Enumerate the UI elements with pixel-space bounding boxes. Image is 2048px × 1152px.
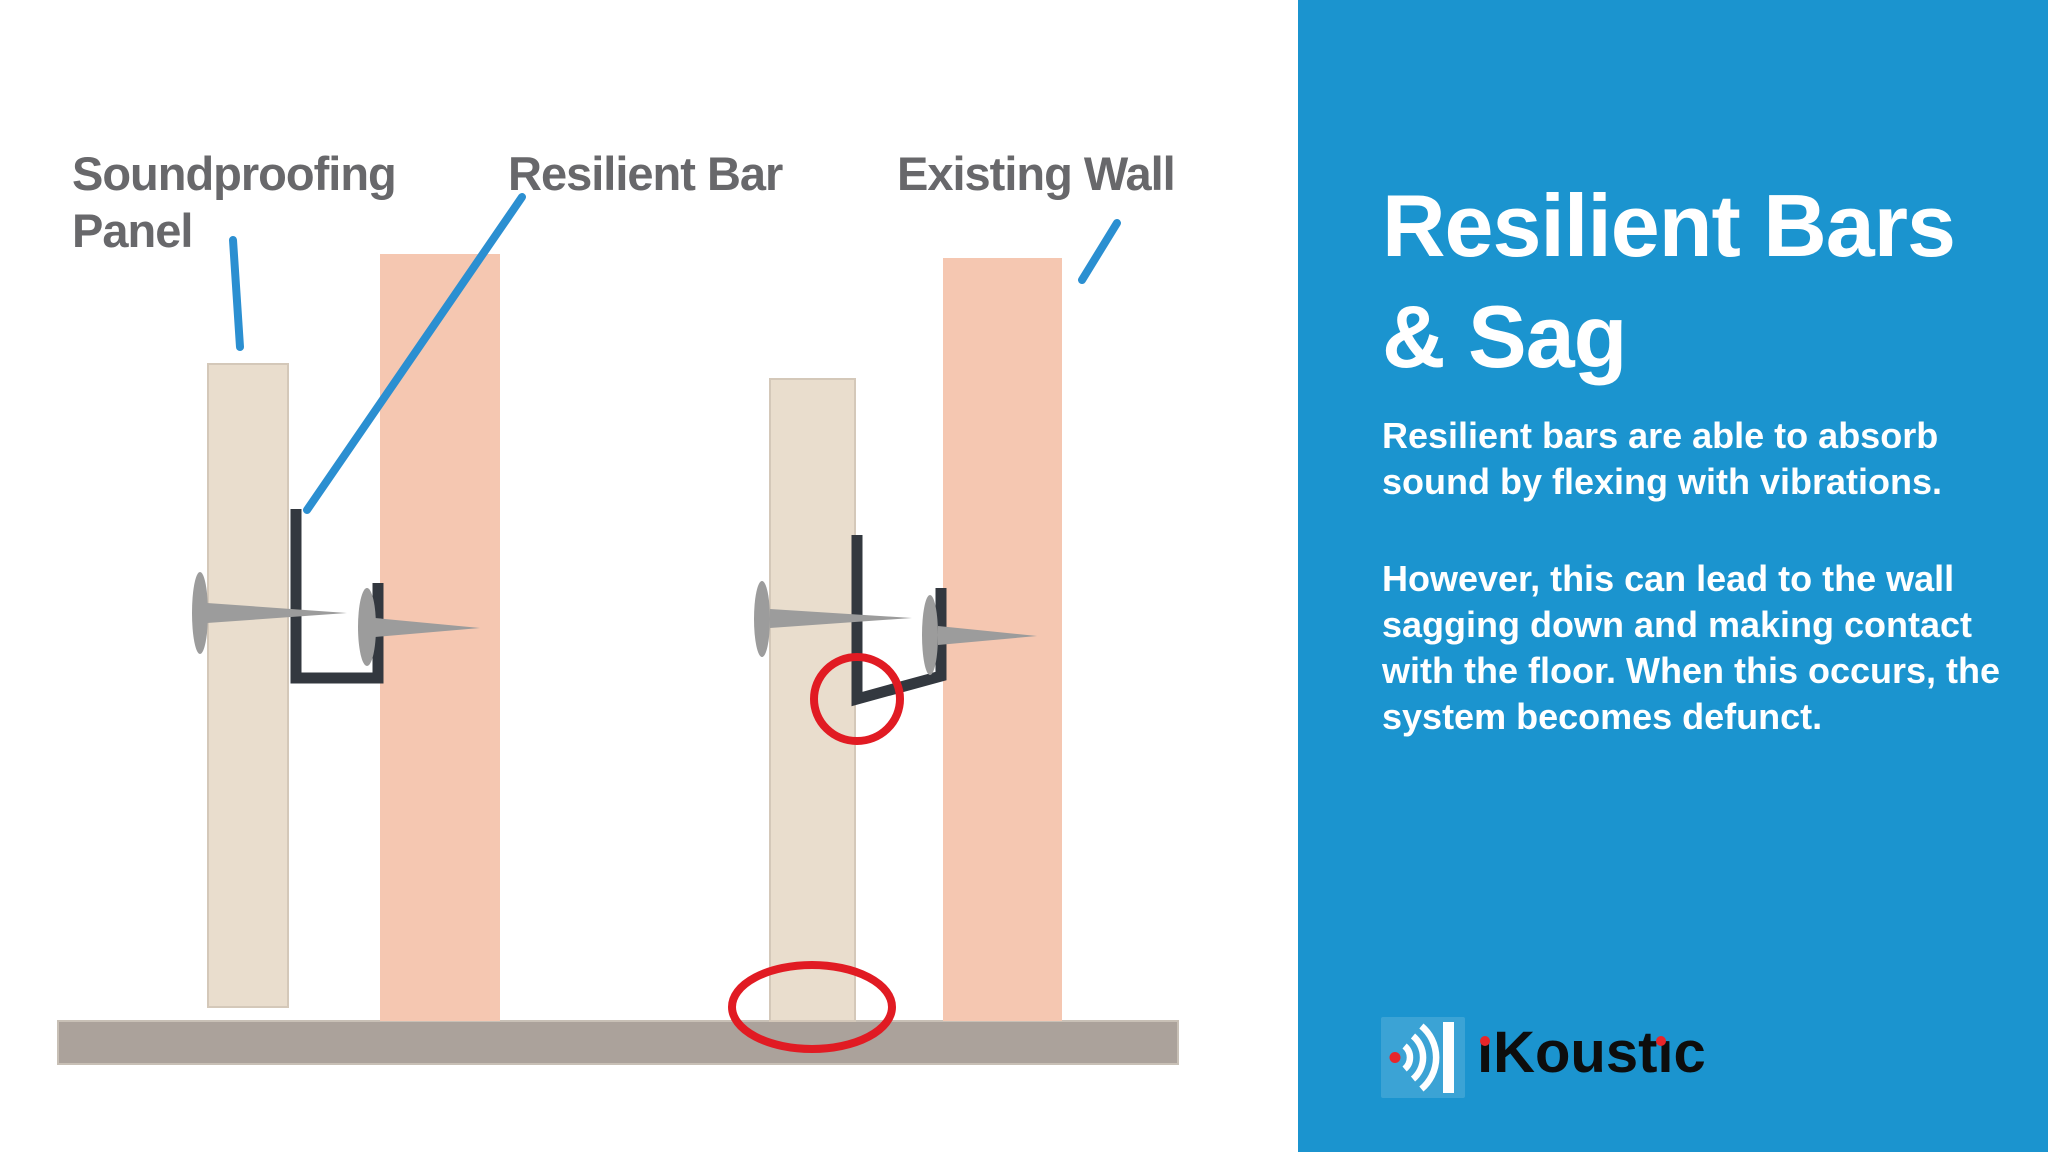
pointer-line-resilient-bar: [303, 193, 526, 514]
label-resilient-bar: Resilient Bar: [508, 147, 783, 200]
left-soundproofing-panel-shape: [207, 363, 289, 1008]
info-paragraph-absorb: Resilient bars are able to absorb sound …: [1382, 415, 1943, 502]
right-panel-screw-shaft: [770, 609, 912, 628]
ikoustic-logo: ıKoustıc: [1298, 0, 2048, 1152]
sag-highlight-circle-bracket: [810, 653, 904, 745]
sound-wave-icon: [1381, 1017, 1465, 1098]
brand-i-dot-icon: [1656, 1036, 1666, 1046]
left-panel-screw-shaft: [207, 603, 347, 623]
pointer-line-existing-wall: [1078, 219, 1121, 284]
right-wall-screw-head: [922, 595, 938, 675]
left-wall-screw-head: [358, 588, 376, 666]
info-paragraph-sagging: However, this can lead to the wall saggi…: [1382, 558, 2001, 737]
info-panel: Resilient Bars & Sag Resilient bars are …: [1298, 0, 2048, 1152]
right-wall-screw-shaft: [938, 626, 1037, 645]
left-existing-wall-shape: [380, 254, 500, 1021]
page-title: Resilient Bars & Sag: [1382, 176, 1956, 386]
left-wall-screw-shaft: [375, 618, 480, 637]
floor-shape: [57, 1020, 1179, 1065]
label-soundproofing-panel: Soundproofing Panel: [72, 147, 397, 257]
pointer-line-soundproofing-panel: [229, 236, 244, 351]
brand-i-dot-icon: [1480, 1036, 1490, 1046]
left-panel-screw-head: [192, 572, 208, 654]
label-existing-wall: Existing Wall: [897, 147, 1176, 200]
right-panel-screw-head: [754, 581, 770, 657]
sag-highlight-circle-floor-contact: [728, 961, 896, 1053]
brand-name: ıKoustıc: [1477, 1020, 1706, 1085]
